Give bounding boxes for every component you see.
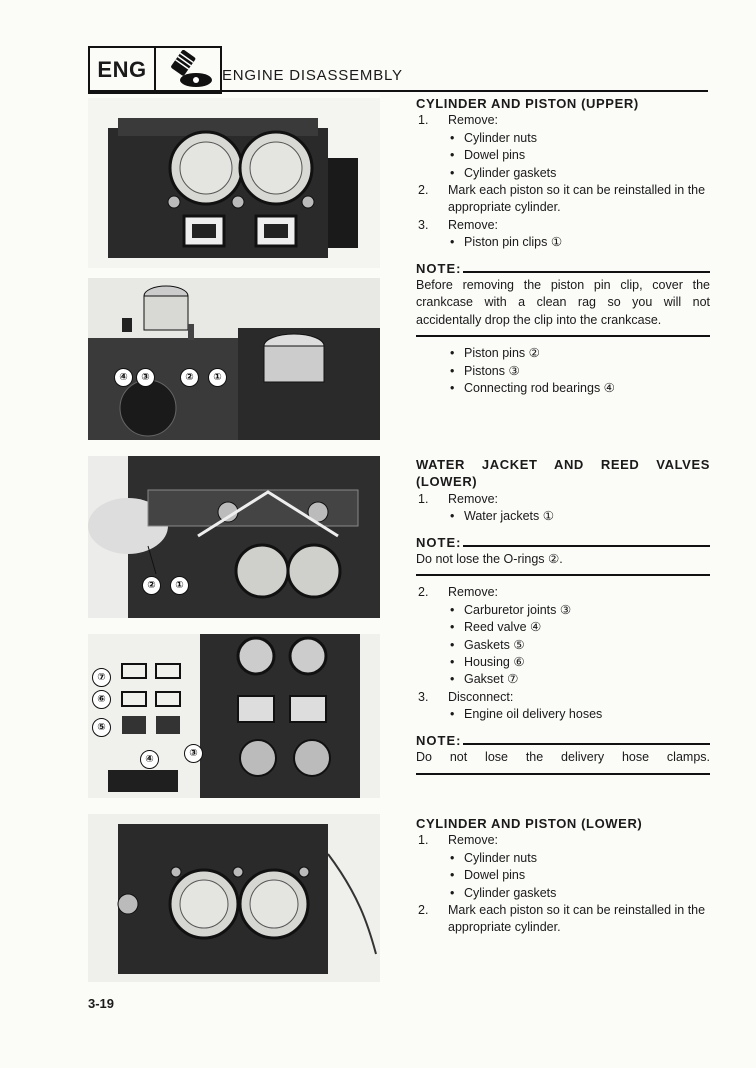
note-rule — [416, 335, 710, 338]
note-heading: NOTE: — [416, 260, 710, 277]
callout-3: ③ — [184, 744, 203, 763]
step: 2. Mark each piston so it can be reinsta… — [416, 182, 710, 217]
list-item: Reed valve ④ — [416, 619, 710, 637]
note-heading: NOTE: — [416, 534, 710, 551]
step-label: Remove: — [448, 833, 499, 848]
section-water-jacket-reed-valves: WATER JACKET AND REED VALVES (LOWER) 1. … — [416, 456, 710, 783]
list-item: Engine oil delivery hoses — [416, 706, 710, 724]
callout-1: ① — [170, 576, 189, 595]
step-label: Remove: — [448, 491, 499, 506]
list-item: Water jackets ① — [416, 508, 710, 526]
note-rule — [416, 574, 710, 577]
photo-cylinder-lower — [88, 814, 380, 982]
list-item: Piston pin clips ① — [416, 234, 710, 252]
list-item: Carburetor joints ③ — [416, 602, 710, 620]
list-item: Dowel pins — [416, 867, 710, 885]
step: 1. Remove: — [416, 112, 710, 129]
section-cylinder-piston-lower: CYLINDER AND PISTON (LOWER) 1. Remove: C… — [416, 815, 710, 937]
list-item: Cylinder nuts — [416, 130, 710, 148]
section-tab: ENG — [88, 46, 222, 94]
step: 1. Remove: — [416, 832, 710, 849]
list-item: Housing ⑥ — [416, 654, 710, 672]
note-text: Do not lose the delivery hose clamps. — [416, 750, 710, 765]
callout-6: ⑥ — [92, 690, 111, 709]
step: 2. Mark each piston so it can be reinsta… — [416, 902, 710, 937]
section-heading: CYLINDER AND PISTON (UPPER) — [416, 96, 639, 111]
header-rule — [88, 90, 708, 92]
list-item: Gakset ⑦ — [416, 671, 710, 689]
note-rule — [416, 772, 710, 775]
step-label: Remove: — [448, 585, 499, 600]
page-number: 3-19 — [88, 996, 115, 1011]
note-text: Do not lose the O-rings ②. — [416, 552, 563, 567]
step-label: Remove: — [448, 217, 499, 232]
step-number: 1. — [418, 491, 429, 506]
callout-7: ⑦ — [92, 668, 111, 687]
step-number: 3. — [418, 217, 429, 232]
list-item: Dowel pins — [416, 147, 710, 165]
note-text: Before removing the piston pin clip, cov… — [416, 278, 710, 327]
section-heading: CYLINDER AND PISTON (LOWER) — [416, 816, 643, 831]
step-label: Mark each piston so it can be reinstalle… — [448, 903, 706, 935]
list-item: Cylinder nuts — [416, 850, 710, 868]
list-item: Pistons ③ — [416, 363, 710, 381]
step-label: Remove: — [448, 113, 499, 128]
callout-1: ① — [208, 368, 227, 387]
step-number: 2. — [418, 903, 429, 918]
callout-2: ② — [142, 576, 161, 595]
list-item: Gaskets ⑤ — [416, 637, 710, 655]
list-item: Cylinder gaskets — [416, 885, 710, 903]
callout-3: ③ — [136, 368, 155, 387]
callout-4: ④ — [114, 368, 133, 387]
note-label: NOTE: — [416, 732, 462, 748]
photo-water-jacket: ② ① — [88, 456, 380, 618]
step: 1. Remove: — [416, 491, 710, 508]
callout-2: ② — [180, 368, 199, 387]
section-heading: WATER JACKET AND REED VALVES — [416, 457, 710, 472]
step-number: 2. — [418, 585, 429, 600]
step-number: 1. — [418, 113, 429, 128]
step: 3. Disconnect: — [416, 689, 710, 706]
step-number: 3. — [418, 689, 429, 704]
page-title: ENGINE DISASSEMBLY — [222, 67, 403, 84]
step-label: Disconnect: — [448, 689, 514, 704]
step: 3. Remove: — [416, 217, 710, 234]
callout-4: ④ — [140, 750, 159, 769]
section-cylinder-piston-upper: CYLINDER AND PISTON (UPPER) 1. Remove: C… — [416, 95, 710, 398]
note-heading: NOTE: — [416, 732, 710, 749]
list-item: Cylinder gaskets — [416, 165, 710, 183]
step-number: 1. — [418, 833, 429, 848]
callout-5: ⑤ — [92, 718, 111, 737]
step-label: Mark each piston so it can be reinstalle… — [448, 183, 706, 215]
note-label: NOTE: — [416, 260, 462, 276]
photo-piston-removal: ④ ③ ② ① — [88, 278, 380, 440]
photo-reed-valves: ⑦ ⑥ ⑤ ④ ③ — [88, 634, 380, 798]
section-code: ENG — [90, 48, 156, 92]
step: 2. Remove: — [416, 584, 710, 601]
step-number: 2. — [418, 183, 429, 198]
section-heading-cont: (LOWER) — [416, 474, 478, 490]
note-label: NOTE: — [416, 534, 462, 550]
engine-piston-icon — [158, 49, 218, 90]
photo-cylinder-upper — [88, 98, 380, 268]
list-item: Connecting rod bearings ④ — [416, 380, 710, 398]
list-item: Piston pins ② — [416, 345, 710, 363]
